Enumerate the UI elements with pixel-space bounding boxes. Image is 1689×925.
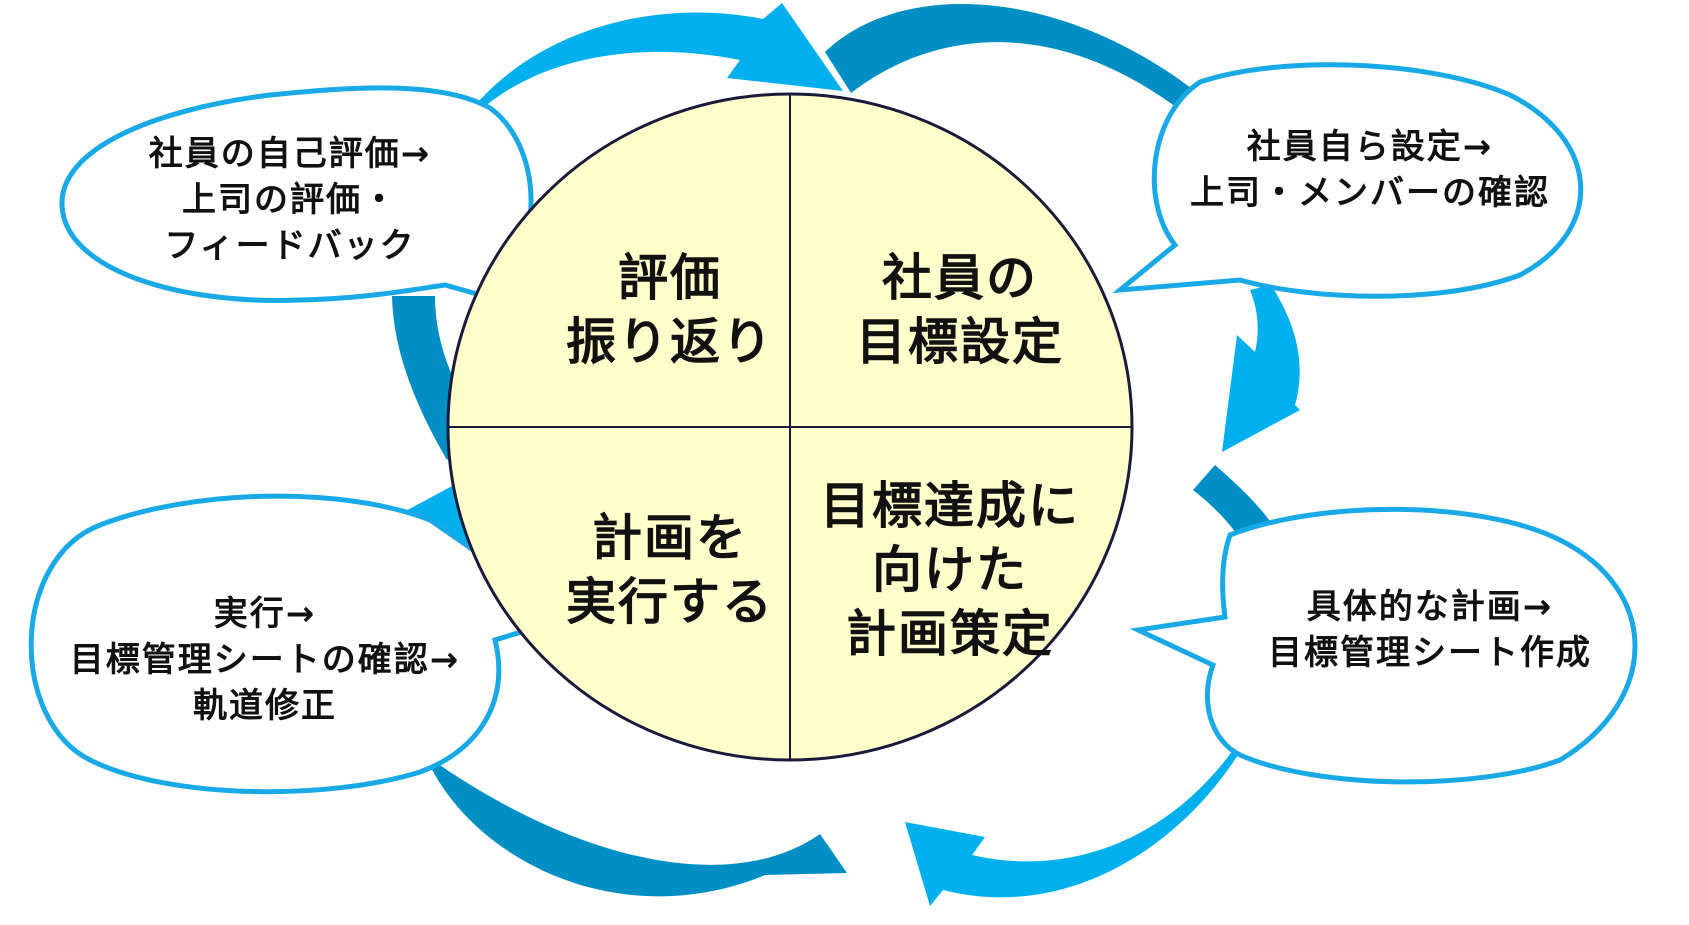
quadrant-line: 計画を [592,509,748,567]
bubble-top-right-shape [1112,62,1584,299]
bubble-line: 上司・メンバーの確認 [1190,173,1550,213]
bubble-line: 社員の自己評価→ [148,134,432,174]
bubble-line: 上司の評価・ [182,180,398,220]
quadrant-line: 実行する [566,573,774,631]
arrow-top-left-to-top [462,3,843,125]
bubble-line: 軌道修正 [193,686,337,726]
bubble-bottom-left-shape [28,493,576,795]
bubble-top-right-text: 社員自ら設定→ 上司・メンバーの確認 [1160,120,1580,220]
speech-bubbles [28,62,1638,795]
quadrant-check-review: 評価 振り返り [560,240,780,380]
bubble-line: 目標管理シートの確認→ [69,640,461,680]
bubble-top-left-text: 社員の自己評価→ 上司の評価・ フィードバック [100,125,480,275]
bubble-line: 社員自ら設定→ [1246,127,1494,167]
arrow-top-to-right [825,4,1200,110]
quadrant-line: 計画策定 [846,605,1054,663]
quadrant-line: 向けた [872,541,1028,599]
arrow-bottom-left [425,755,847,897]
arrow-right-upper [1222,285,1300,452]
quadrant-line: 社員の [882,249,1038,307]
bubble-line: 目標管理シート作成 [1268,633,1592,673]
quadrant-plan-formulation: 目標達成に 向けた 計画策定 [800,470,1100,670]
bubble-bottom-right-text: 具体的な計画→ 目標管理シート作成 [1240,580,1620,680]
quadrant-execute-plan: 計画を 実行する [560,500,780,640]
bubble-bottom-right-shape [1129,506,1638,785]
quadrant-line: 評価 [618,249,722,307]
quadrant-line: 振り返り [566,313,774,371]
bubble-line: 具体的な計画→ [1306,587,1554,627]
bubble-line: フィードバック [164,226,416,266]
bubble-bottom-left-text: 実行→ 目標管理シートの確認→ 軌道修正 [30,585,500,735]
quadrant-line: 目標設定 [856,313,1064,371]
quadrant-line: 目標達成に [820,477,1080,535]
bubble-line: 実行→ [213,594,317,634]
arrow-bottom-right [905,705,1265,906]
cycle-circle [446,92,1134,762]
quadrant-goal-setting: 社員の 目標設定 [830,240,1090,380]
